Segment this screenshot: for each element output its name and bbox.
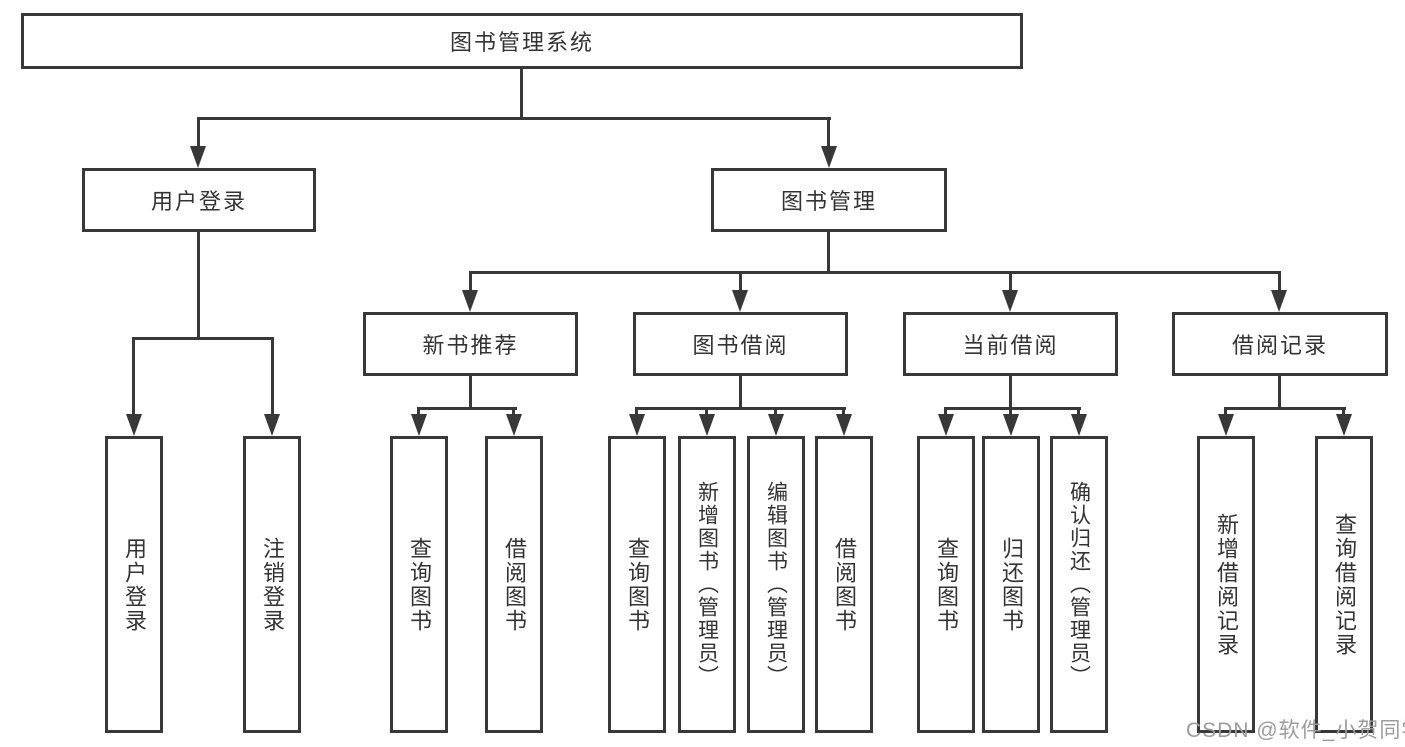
leaf-borrow-books-2: 借阅图书 [815,436,873,733]
connector-drop-editbook [774,407,777,415]
arrow-to-leaf-logout [264,414,280,436]
arrow-to-book-borrow [732,290,748,312]
node-borrowing-records: 借阅记录 [1172,312,1388,376]
node-current-borrowing-label: 当前借阅 [962,333,1059,358]
connector-root-horizontal [197,117,831,120]
leaf-edit-book-admin-label: 编辑图书（管理员） [764,481,788,688]
leaf-add-book-admin: 新增图书（管理员） [678,436,736,733]
connector-userlogin-vertical [197,232,200,337]
node-current-borrowing: 当前借阅 [903,312,1118,376]
arrow-to-addrecord [1218,414,1234,436]
connector-borrowrecord-horizontal [1224,407,1346,410]
node-borrowing-records-label: 借阅记录 [1231,333,1328,358]
leaf-confirm-return-admin: 确认归还（管理员） [1050,436,1108,733]
leaf-borrow-books-1-label: 借阅图书 [502,536,527,633]
node-user-login-branch: 用户登录 [82,168,316,232]
connector-drop-leaf-logout [271,337,274,415]
leaf-confirm-return-admin-label: 确认归还（管理员） [1067,481,1091,688]
connector-borrowrecord-vertical [1278,376,1281,409]
leaf-query-books-2-label: 查询图书 [625,536,650,633]
arrow-to-query1 [411,414,427,436]
connector-drop-confirm [1077,407,1080,415]
connector-bookmgmt-vertical [827,232,830,274]
connector-drop-borrow1 [512,407,515,415]
connector-drop-addrecord [1224,407,1227,415]
connector-root-vertical [520,67,523,117]
leaf-query-books-1-label: 查询图书 [407,536,432,633]
leaf-add-book-admin-label: 新增图书（管理员） [695,481,719,688]
leaf-user-login-label: 用户登录 [122,536,147,633]
arrow-to-leaf-user-login [126,414,142,436]
connector-drop-borrow-record [1278,271,1281,291]
leaf-query-books-1: 查询图书 [390,436,448,733]
connector-currentborrow-horizontal [944,407,1081,410]
node-new-book-recommend: 新书推荐 [363,312,578,376]
connector-drop-new-book [469,271,472,291]
arrow-to-return [1003,414,1019,436]
leaf-user-login: 用户登录 [105,436,163,733]
arrow-to-user-login [190,146,206,168]
connector-drop-queryrecord [1342,407,1345,415]
connector-currentborrow-vertical [1009,376,1012,409]
arrow-to-borrow1 [506,414,522,436]
connector-drop-addbook [705,407,708,415]
leaf-query-borrow-record-label: 查询借阅记录 [1332,512,1357,657]
connector-drop-return [1009,407,1012,415]
node-book-borrowing: 图书借阅 [633,312,848,376]
connector-bookmgmt-horizontal [469,271,1281,274]
arrow-to-addbook [699,414,715,436]
connector-drop-book-borrow [739,271,742,291]
connector-bookborrow-horizontal [635,407,846,410]
node-user-login-branch-label: 用户登录 [150,189,247,214]
connector-drop-book-mgmt [827,117,830,147]
arrow-to-book-mgmt [821,146,837,168]
leaf-return-books: 归还图书 [982,436,1040,733]
arrow-to-confirm [1071,414,1087,436]
leaf-query-books-3-label: 查询图书 [934,536,959,633]
connector-newbook-vertical [469,376,472,409]
leaf-edit-book-admin: 编辑图书（管理员） [747,436,805,733]
leaf-logout: 注销登录 [243,436,301,733]
node-book-management: 图书管理 [711,168,947,232]
node-book-management-label: 图书管理 [780,189,877,214]
connector-drop-query2 [635,407,638,415]
connector-bookborrow-vertical [739,376,742,409]
node-book-borrowing-label: 图书借阅 [692,333,789,358]
connector-newbook-horizontal [417,407,517,410]
arrow-to-query2 [629,414,645,436]
arrow-to-borrow-record [1271,290,1287,312]
arrow-to-query3 [938,414,954,436]
arrow-to-queryrecord [1336,414,1352,436]
node-new-book-recommend-label: 新书推荐 [422,333,519,358]
leaf-borrow-books-1: 借阅图书 [485,436,543,733]
node-root-label: 图书管理系统 [449,30,594,55]
leaf-borrow-books-2-label: 借阅图书 [832,536,857,633]
leaf-query-books-2: 查询图书 [608,436,666,733]
leaf-add-borrow-record-label: 新增借阅记录 [1214,512,1239,657]
arrow-to-editbook [768,414,784,436]
connector-drop-user-login [197,117,200,147]
arrow-to-new-book [462,290,478,312]
connector-drop-query3 [944,407,947,415]
connector-drop-borrow2 [842,407,845,415]
connector-drop-leaf-user-login [132,337,135,415]
connector-drop-query1 [417,407,420,415]
node-root: 图书管理系统 [21,13,1023,69]
arrow-to-borrow2 [836,414,852,436]
connector-userlogin-horizontal [132,337,274,340]
leaf-query-borrow-record: 查询借阅记录 [1315,436,1373,733]
leaf-add-borrow-record: 新增借阅记录 [1197,436,1255,733]
arrow-to-current-borrow [1002,290,1018,312]
leaf-query-books-3: 查询图书 [917,436,975,733]
csdn-watermark: CSDN @软件_小贺同学 [1186,719,1405,742]
leaf-logout-label: 注销登录 [260,536,285,633]
connector-drop-current-borrow [1009,271,1012,291]
leaf-return-books-label: 归还图书 [999,536,1024,633]
